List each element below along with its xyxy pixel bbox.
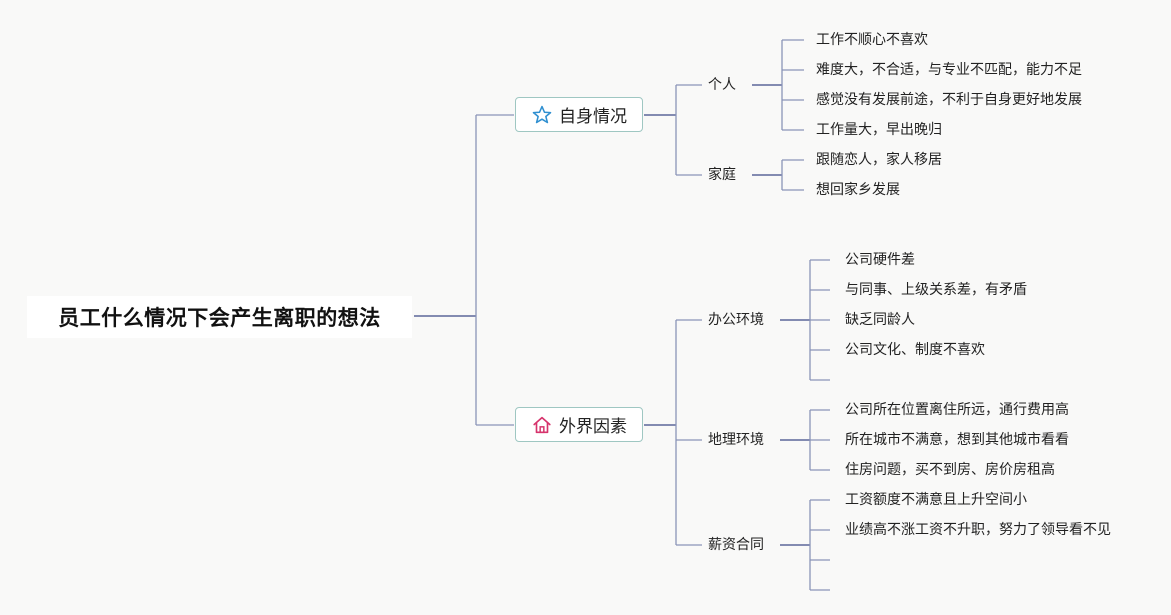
leaf-item[interactable]: 所在城市不满意，想到其他城市看看 [845, 432, 1069, 448]
category-label: 外界因素 [559, 417, 627, 437]
leaf-item[interactable]: 住房问题，买不到房、房价房租高 [845, 462, 1055, 478]
root-topic[interactable]: 员工什么情况下会产生离职的想法 [27, 296, 412, 338]
leaf-item[interactable]: 公司硬件差 [845, 252, 915, 268]
leaf-item[interactable]: 难度大，不合适，与专业不匹配，能力不足 [816, 62, 1082, 78]
home-icon [531, 414, 553, 436]
star-icon [531, 104, 553, 126]
category-external[interactable]: 外界因素 [515, 407, 643, 442]
category-self[interactable]: 自身情况 [515, 97, 643, 132]
leaf-item[interactable]: 跟随恋人，家人移居 [816, 152, 942, 168]
leaf-item[interactable]: 工作不顺心不喜欢 [816, 32, 928, 48]
subtopic-personal[interactable]: 个人 [706, 76, 738, 94]
subtopic-salary[interactable]: 薪资合同 [706, 536, 766, 554]
leaf-item[interactable]: 公司所在位置离住所远，通行费用高 [845, 402, 1069, 418]
leaf-item[interactable]: 感觉没有发展前途，不利于自身更好地发展 [816, 92, 1082, 108]
leaf-item[interactable]: 缺乏同龄人 [845, 312, 915, 328]
leaf-item[interactable]: 工作量大，早出晚归 [816, 122, 942, 138]
category-label: 自身情况 [559, 107, 627, 127]
leaf-item[interactable]: 工资额度不满意且上升空间小 [845, 492, 1027, 508]
subtopic-geography[interactable]: 地理环境 [706, 431, 766, 449]
leaf-item[interactable]: 想回家乡发展 [816, 182, 900, 198]
leaf-item[interactable]: 业绩高不涨工资不升职，努力了领导看不见 [845, 522, 1111, 538]
subtopic-office[interactable]: 办公环境 [706, 311, 766, 329]
leaf-item[interactable]: 公司文化、制度不喜欢 [845, 342, 985, 358]
subtopic-family[interactable]: 家庭 [706, 166, 738, 184]
leaf-item[interactable]: 与同事、上级关系差，有矛盾 [845, 282, 1027, 298]
